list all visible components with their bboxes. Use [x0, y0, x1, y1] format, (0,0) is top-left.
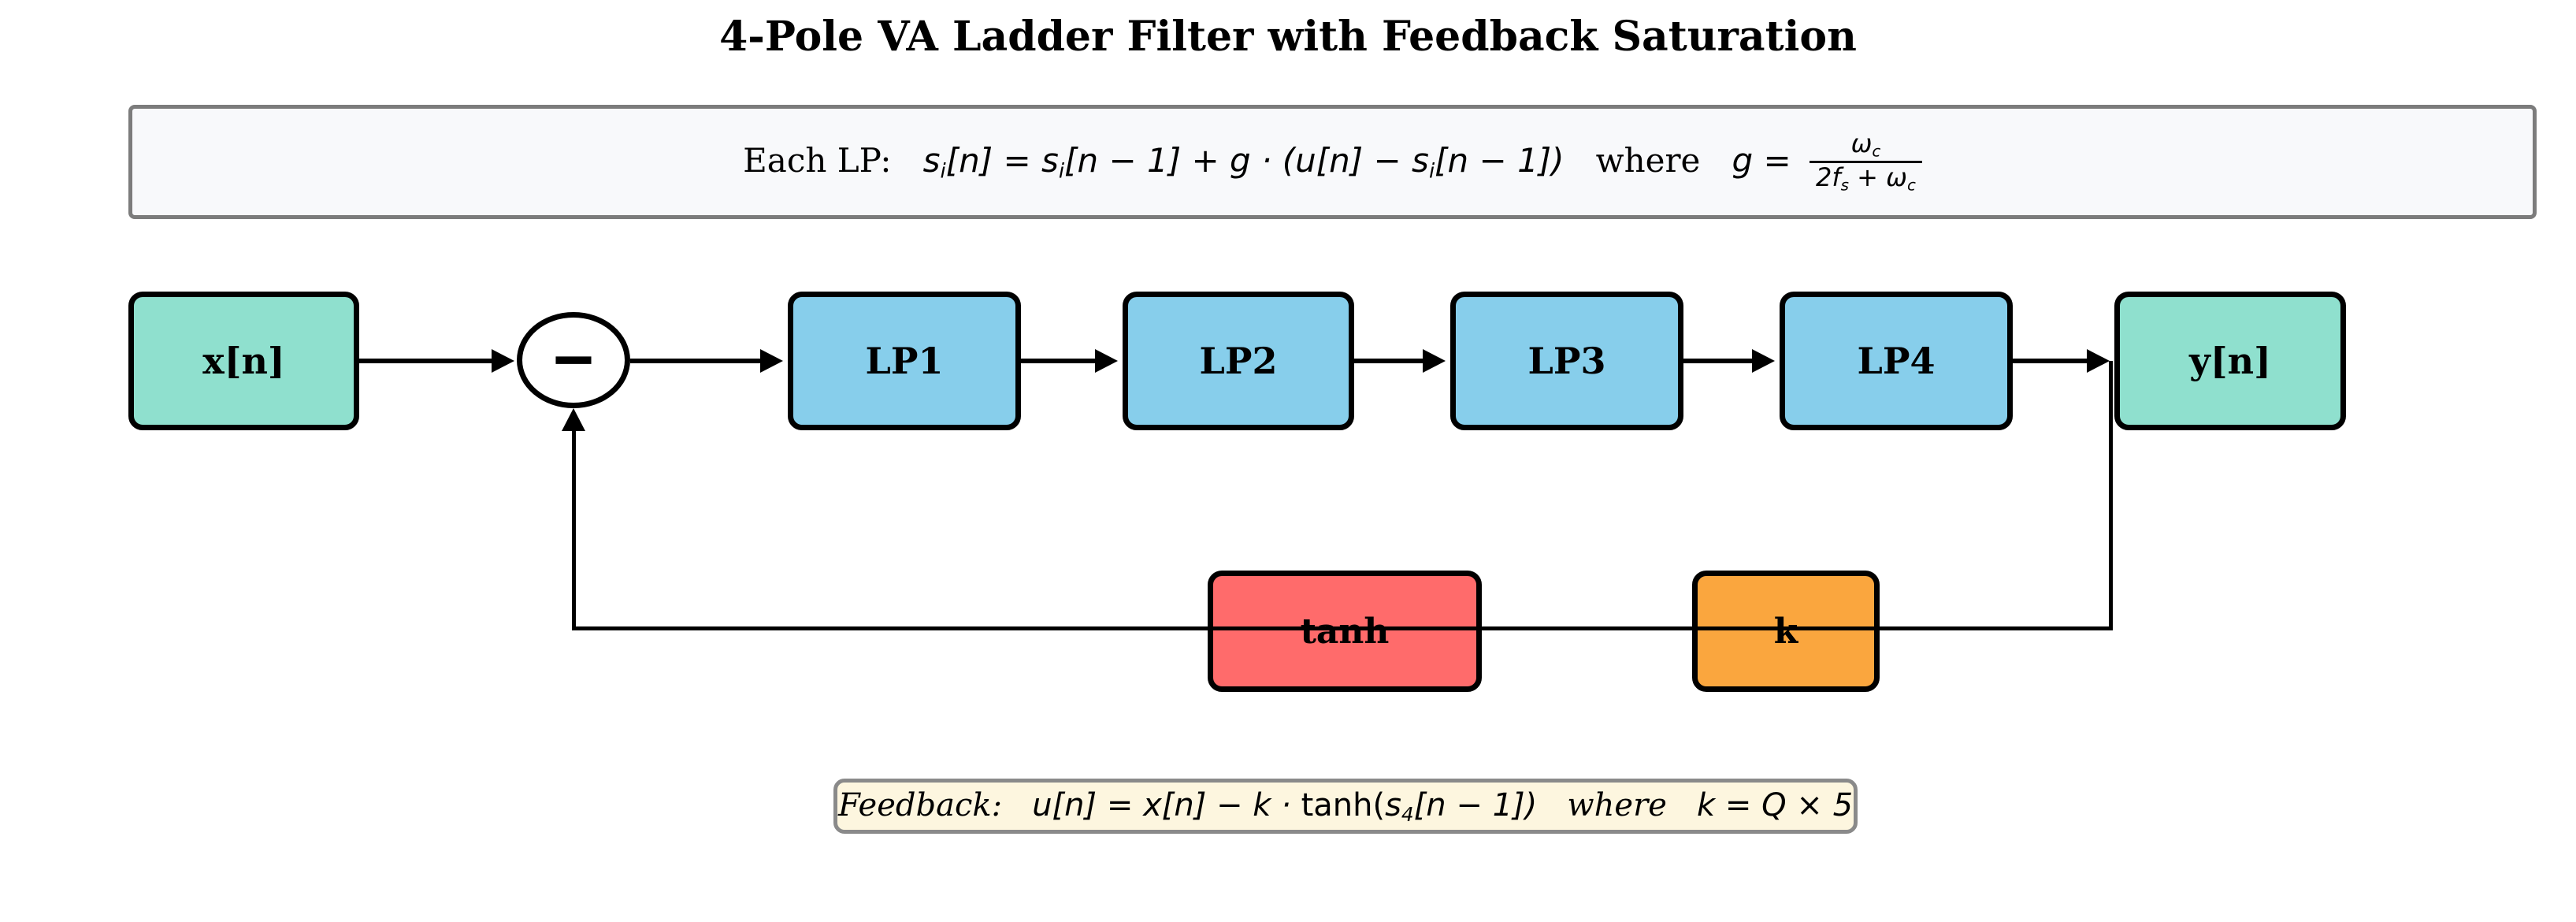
feedback-formula-text: Feedback: u[n] = x[n] − k · tanh(s4[n − …: [838, 787, 1853, 826]
node-input-label: x[n]: [202, 340, 285, 382]
node-lp3: LP3: [1450, 292, 1683, 430]
minus-icon: −: [549, 319, 598, 396]
feedback-tap-down-line: [2109, 361, 2113, 630]
g-fraction-numerator: ωc: [1850, 128, 1881, 161]
feedback-up-line: [572, 427, 576, 630]
arrow-x-to-sum-head: [492, 349, 514, 373]
g-fraction: ωc 2fs + ωc: [1810, 128, 1922, 195]
feedback-formula-main: Feedback: u[n] = x[n] − k · tanh(s4[n − …: [837, 786, 1854, 826]
lp-formula-text: Each LP: si[n] = si[n − 1] + g · (u[n] −…: [743, 128, 1922, 195]
arrow-sum-to-lp1-line: [630, 359, 763, 363]
node-lp1: LP1: [788, 292, 1021, 430]
diagram-title: 4-Pole VA Ladder Filter with Feedback Sa…: [719, 13, 1857, 61]
sum-junction: −: [517, 312, 630, 408]
arrow-lp3-to-lp4-line: [1683, 359, 1754, 363]
node-tanh-label: tanh: [1300, 611, 1390, 652]
feedback-horizontal-line: [572, 626, 2113, 630]
arrow-lp2-to-lp3-head: [1423, 349, 1446, 373]
arrow-sum-to-lp1-head: [760, 349, 783, 373]
arrow-lp3-to-lp4-head: [1752, 349, 1775, 373]
arrow-x-to-sum-line: [359, 359, 495, 363]
node-lp2-label: LP2: [1199, 340, 1278, 382]
feedback-arrow-head: [562, 408, 585, 431]
node-input-x: x[n]: [128, 292, 359, 430]
lp-formula-box: Each LP: si[n] = si[n − 1] + g · (u[n] −…: [128, 105, 2537, 219]
node-lp4-label: LP4: [1857, 340, 1936, 382]
arrow-lp1-to-lp2-head: [1095, 349, 1118, 373]
node-lp3-label: LP3: [1527, 340, 1606, 382]
node-output-label: y[n]: [2189, 340, 2271, 382]
node-lp4: LP4: [1780, 292, 2013, 430]
arrow-lp4-to-y-head: [2087, 349, 2110, 373]
feedback-formula-box: Feedback: u[n] = x[n] − k · tanh(s4[n − …: [833, 779, 1858, 834]
node-tanh-saturator: tanh: [1208, 571, 1482, 692]
g-fraction-denominator: 2fs + ωc: [1810, 161, 1922, 195]
node-output-y: y[n]: [2114, 292, 2346, 430]
arrow-lp4-to-y-line: [2013, 359, 2088, 363]
lp-formula-main: Each LP: si[n] = si[n − 1] + g · (u[n] −…: [743, 140, 1802, 184]
node-gain-label: k: [1773, 611, 1798, 652]
arrow-lp2-to-lp3-line: [1354, 359, 1425, 363]
node-lp2: LP2: [1123, 292, 1354, 430]
node-lp1-label: LP1: [865, 340, 944, 382]
arrow-lp1-to-lp2-line: [1021, 359, 1097, 363]
node-feedback-gain: k: [1692, 571, 1880, 692]
